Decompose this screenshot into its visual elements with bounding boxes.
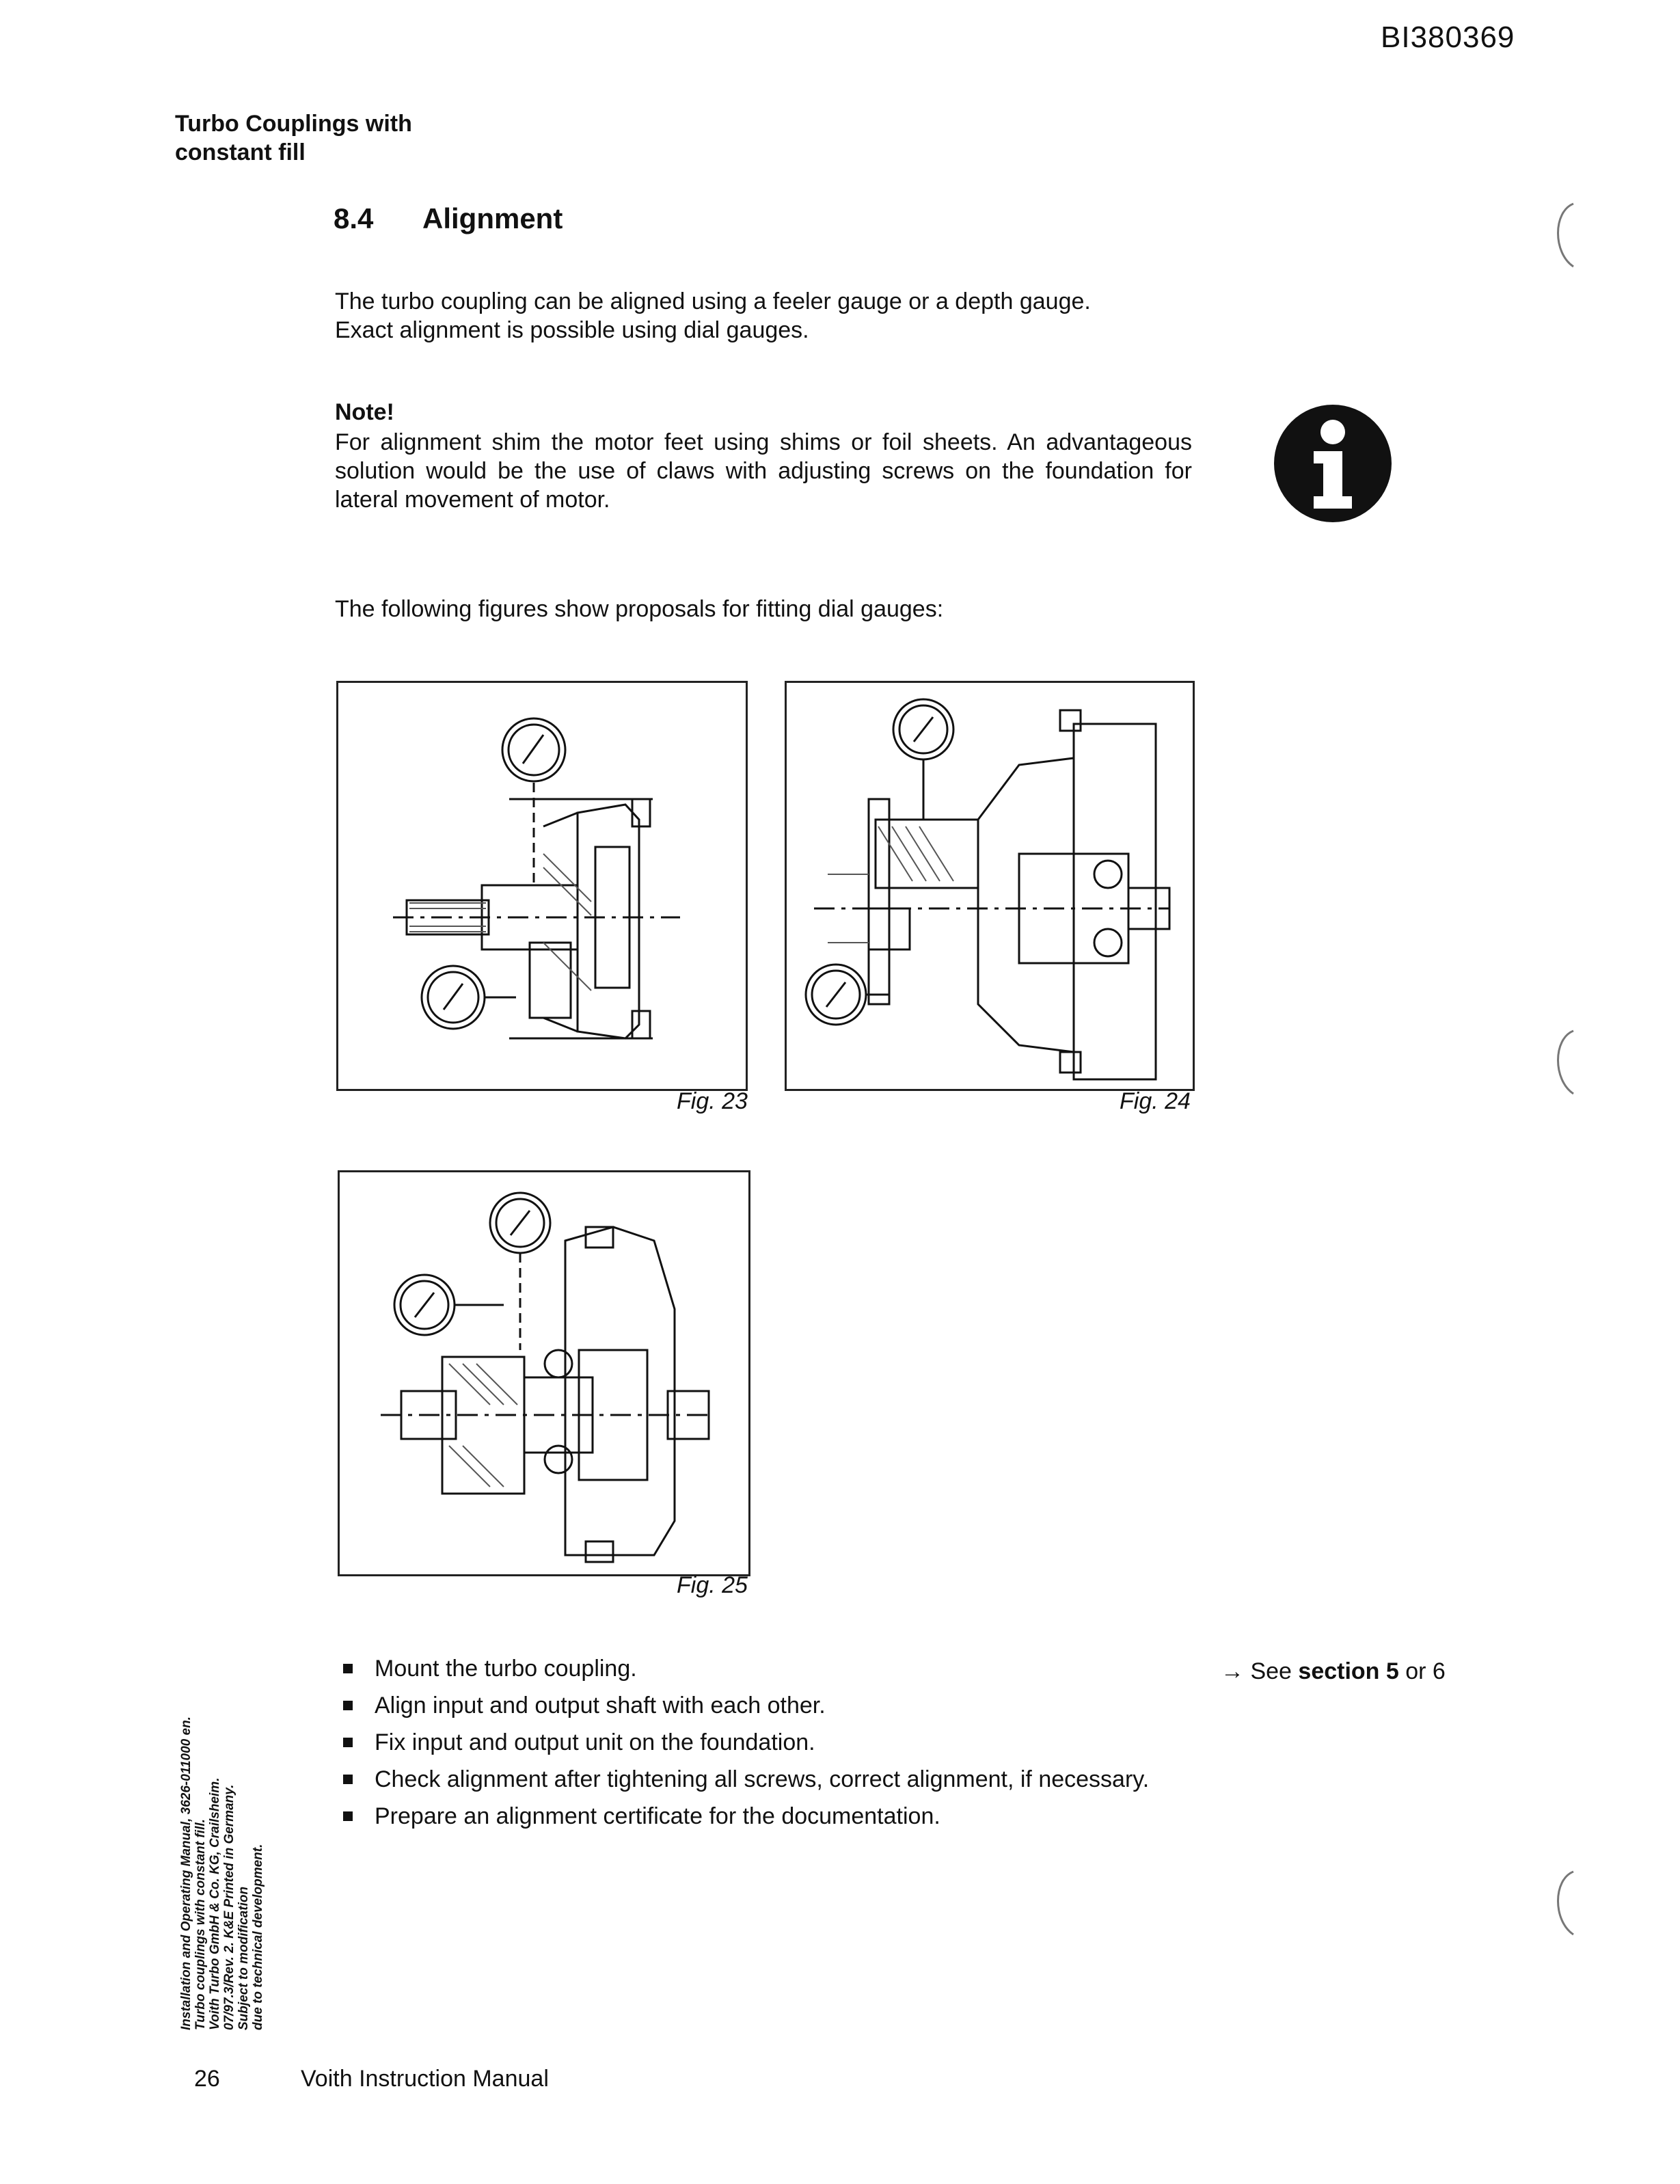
header-title-line1: Turbo Couplings with (175, 111, 412, 137)
figure-25-caption: Fig. 25 (677, 1572, 748, 1598)
intro-line2: Exact alignment is possible using dial g… (335, 317, 809, 343)
side-imprint-line: Voith Turbo GmbH & Co. KG, Crailsheim. (208, 1777, 222, 2030)
page-number: 26 (194, 2066, 220, 2092)
intro-paragraph: The turbo coupling can be aligned using … (335, 287, 1196, 345)
scan-mark (1546, 198, 1587, 273)
section-number: 8.4 (334, 202, 374, 234)
side-imprint-line: Turbo couplings with constant fill. (193, 1819, 208, 2030)
figure-25 (338, 1170, 750, 1576)
figures-intro: The following figures show proposals for… (335, 596, 944, 622)
figure-23-caption: Fig. 23 (677, 1088, 748, 1114)
intro-line1: The turbo coupling can be aligned using … (335, 288, 1091, 314)
coupling-drawing-fig23 (393, 717, 680, 1040)
side-imprint-line: Subject to modification (236, 1886, 251, 2030)
side-imprint-line: due to technical development. (251, 1844, 265, 2030)
header-title: Turbo Couplings with constant fill (175, 109, 412, 167)
info-icon (1271, 402, 1394, 525)
list-item: Mount the turbo coupling. (335, 1654, 1192, 1683)
footer-title: Voith Instruction Manual (301, 2066, 549, 2092)
bullet-square-icon (343, 1738, 353, 1747)
side-imprint: Installation and Operating Manual, 3626-… (179, 1716, 265, 2030)
arrow-right-icon: → (1221, 1658, 1244, 1684)
list-item: Check alignment after tightening all scr… (335, 1765, 1192, 1794)
figure-24-caption: Fig. 24 (1120, 1088, 1191, 1114)
list-item: Align input and output shaft with each o… (335, 1691, 1192, 1720)
list-item: Fix input and output unit on the foundat… (335, 1728, 1192, 1757)
coupling-drawing-fig24 (804, 698, 1171, 1081)
note-text: For alignment shim the motor feet using … (335, 429, 1192, 513)
list-item: Prepare an alignment certificate for the… (335, 1802, 1192, 1831)
section-title: Alignment (422, 202, 563, 234)
side-imprint-line: 07/97.3/Rev. 2. K&E Printed in Germany. (222, 1784, 236, 2030)
figure-24 (785, 681, 1195, 1091)
scan-mark (1546, 1866, 1587, 1941)
note-label: Note! (335, 399, 394, 425)
bullet-square-icon (343, 1775, 353, 1784)
xref-prefix: See (1250, 1658, 1292, 1684)
scan-mark (1546, 1025, 1587, 1101)
document-id: BI380369 (1381, 21, 1515, 54)
xref-suffix: or 6 (1405, 1658, 1446, 1684)
side-imprint-line: Installation and Operating Manual, 3626-… (179, 1716, 193, 2030)
header-title-line2: constant fill (175, 139, 306, 165)
bullet-square-icon (343, 1701, 353, 1710)
figure-23 (336, 681, 748, 1091)
bullet-square-icon (343, 1664, 353, 1673)
coupling-drawing-fig25 (381, 1191, 710, 1563)
cross-reference: → See section 5 or 6 (1221, 1658, 1446, 1685)
bullet-square-icon (343, 1811, 353, 1821)
steps-list: Mount the turbo coupling. Align input an… (335, 1654, 1192, 1839)
xref-section: section 5 (1298, 1658, 1399, 1684)
